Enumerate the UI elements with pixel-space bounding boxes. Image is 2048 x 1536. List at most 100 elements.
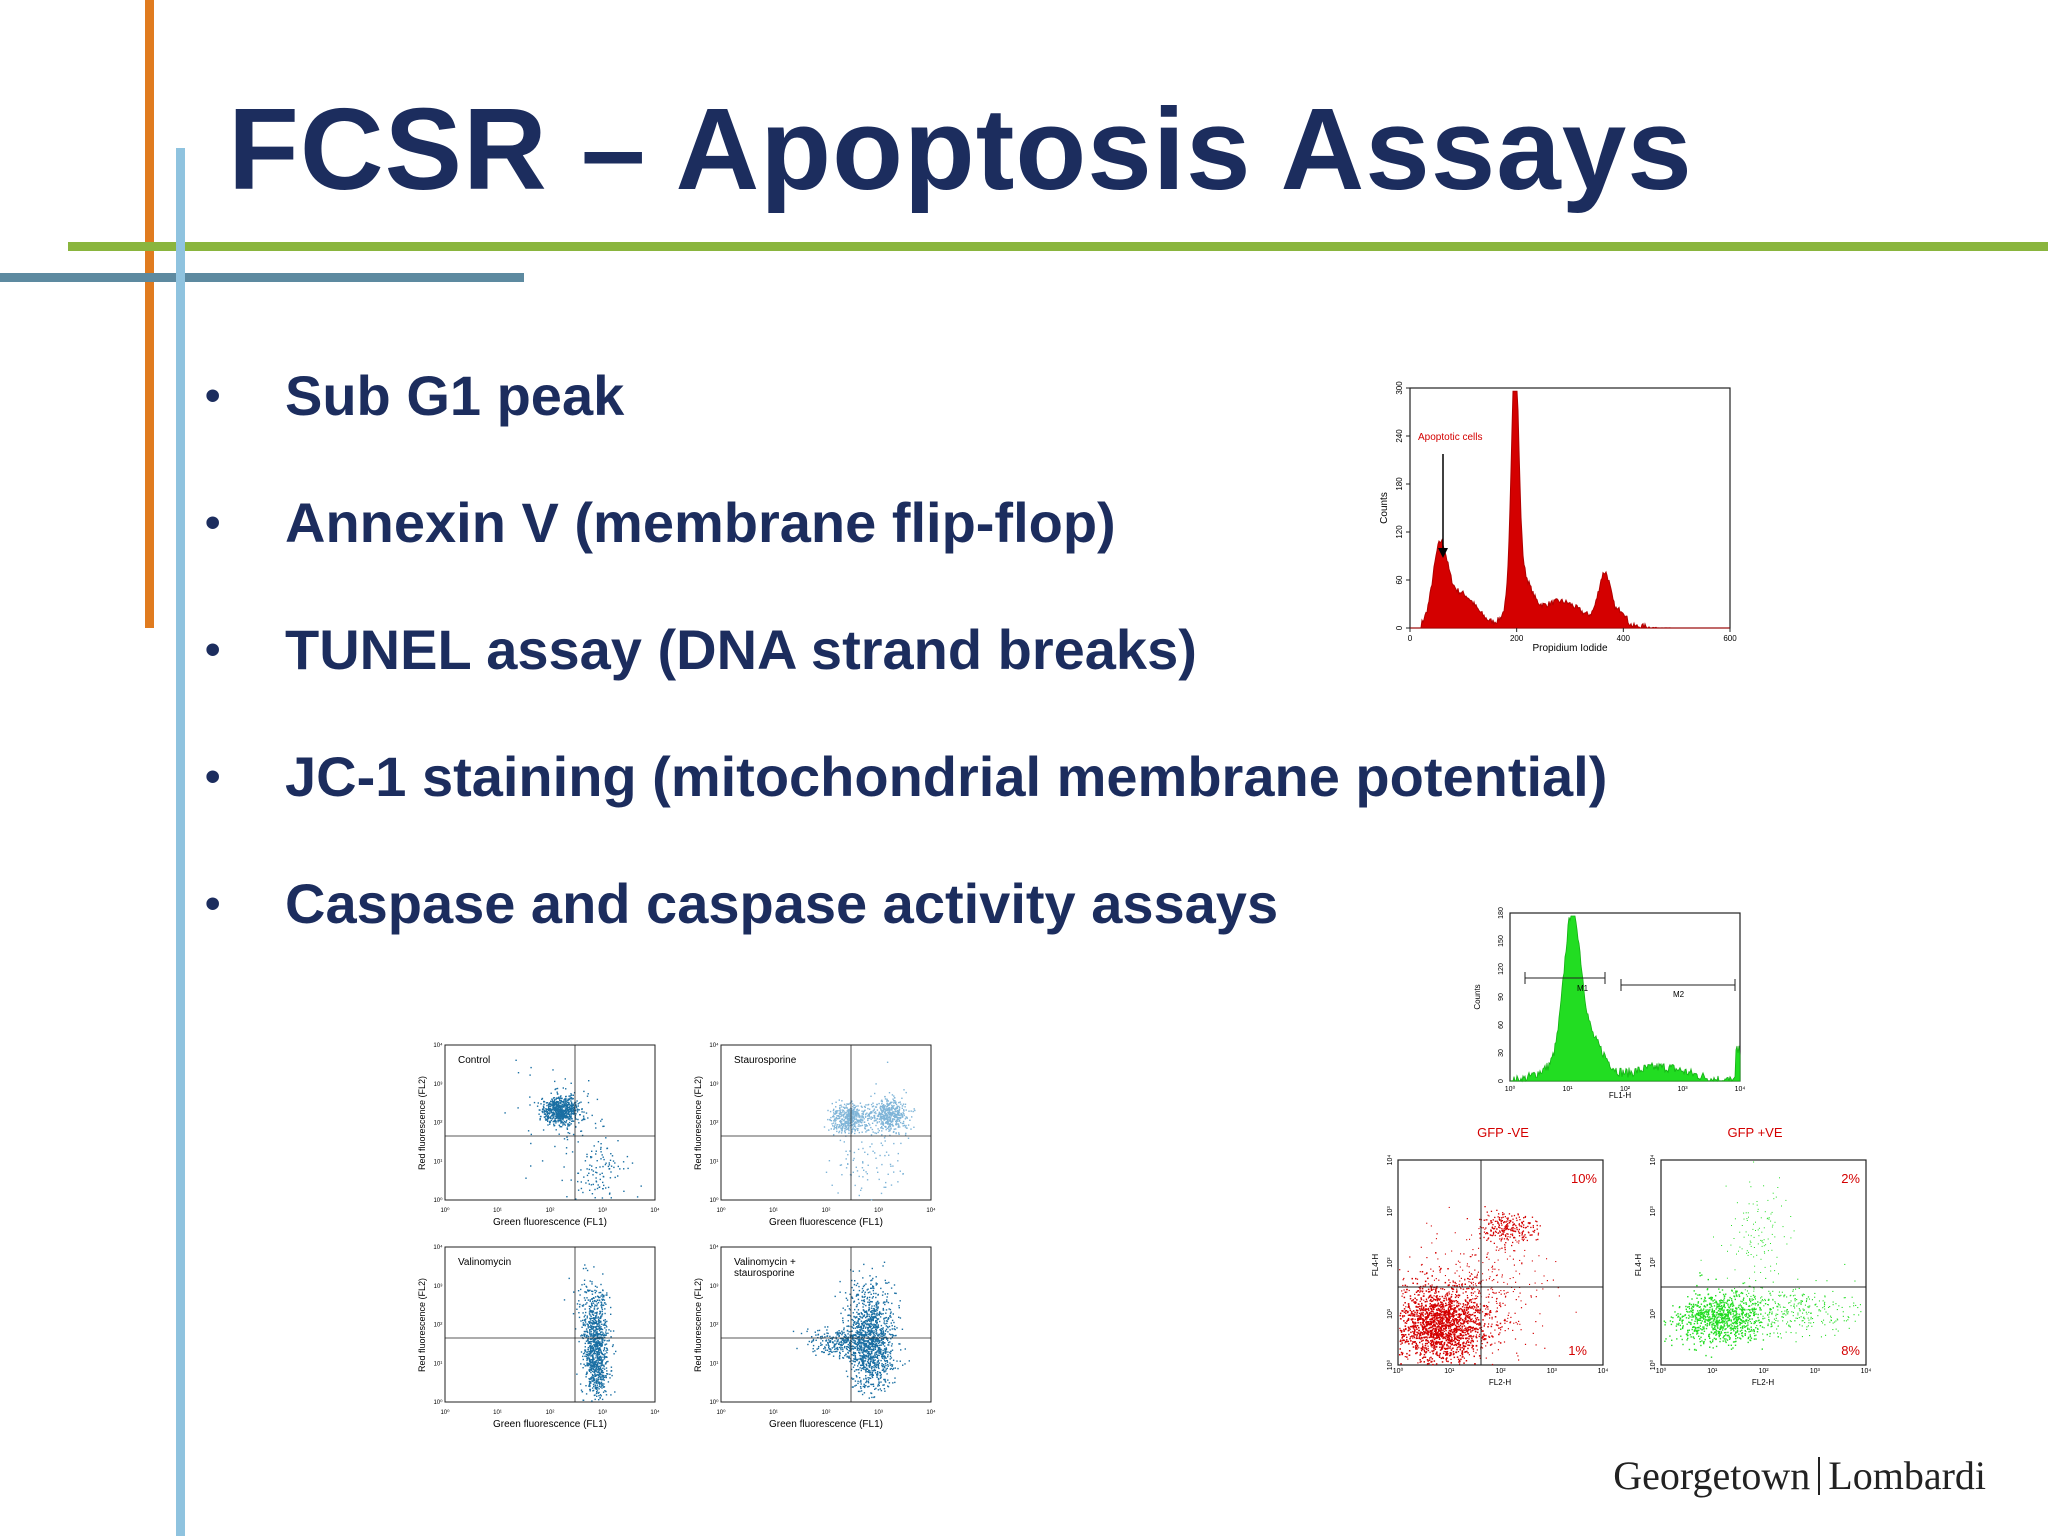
- gfp-negative-dotplot: GFP -VE 10% 1% FL2-H FL4-H 10⁰10⁰10¹10¹1…: [1371, 1125, 1608, 1387]
- bullet-text: JC-1 staining (mitochondrial membrane po…: [285, 745, 1608, 808]
- gfp-positive-dotplot: GFP +VE 2% 8% FL2-H FL4-H 10⁰10⁰10¹10¹10…: [1634, 1125, 1871, 1387]
- gfp-pos-x-tick-label: 10²: [1758, 1368, 1769, 1375]
- jc1-x-tick-label: 10¹: [769, 1410, 778, 1416]
- jc1-x-tick-label: 10⁴: [650, 1409, 660, 1416]
- jc1-y-label: Red fluorescence (FL2): [693, 1076, 703, 1170]
- m1-label: M1: [1577, 984, 1589, 993]
- jc1-x-label: Green fluorescence (FL1): [493, 1217, 607, 1228]
- gfp-neg-y-tick-label: 10⁰: [1386, 1360, 1394, 1371]
- jc1-x-tick-label: 10¹: [493, 1410, 502, 1416]
- jc1-y-tick-label: 10⁰: [433, 1399, 443, 1406]
- jc1-y-tick-label: 10²: [434, 1121, 443, 1127]
- subg1-y-tick-label: 300: [1395, 381, 1404, 395]
- jc1-panel-label: Valinomycin +: [734, 1257, 796, 1268]
- jc1-x-tick-label: 10⁴: [926, 1207, 936, 1214]
- bullet-text: Caspase and caspase activity assays: [285, 872, 1279, 935]
- gfp-pos-y-tick-label: 10⁰: [1649, 1360, 1657, 1371]
- gfp-pos-y-tick-label: 10²: [1650, 1257, 1657, 1268]
- jc1-x-tick-label: 10³: [598, 1208, 607, 1214]
- gfp-neg-x-tick-label: 10²: [1495, 1368, 1506, 1375]
- light-blue-vertical-line: [176, 148, 185, 1536]
- subg1-y-tick-label: 180: [1395, 477, 1404, 491]
- logo-left-text: Georgetown: [1613, 1453, 1811, 1498]
- jc1-y-label: Red fluorescence (FL2): [417, 1278, 427, 1372]
- gfp-neg-y-tick-label: 10⁴: [1387, 1155, 1394, 1166]
- m2-label: M2: [1673, 990, 1685, 999]
- jc1-y-tick-label: 10¹: [710, 1159, 719, 1165]
- apoptotic-cells-annotation: Apoptotic cells: [1418, 432, 1482, 443]
- jc1-panel-label: Valinomycin: [458, 1257, 511, 1268]
- subg1-y-tick-label: 60: [1395, 575, 1404, 584]
- jc1-x-tick-label: 10²: [546, 1208, 555, 1214]
- subg1-y-tick-label: 240: [1395, 429, 1404, 443]
- jc1-y-tick-label: 10³: [434, 1284, 443, 1290]
- jc1-x-tick-label: 10⁴: [650, 1207, 660, 1214]
- jc1-x-tick-label: 10²: [546, 1410, 555, 1416]
- subg1-x-tick-label: 0: [1408, 634, 1413, 643]
- subg1-histogram-area: [1410, 390, 1730, 629]
- bullet-text: TUNEL assay (DNA strand breaks): [285, 618, 1197, 681]
- subg1-y-tick-label: 120: [1395, 525, 1404, 539]
- jc1-y-tick-label: 10³: [710, 1082, 719, 1088]
- gfp-hist-x-tick-label: 10⁴: [1735, 1086, 1746, 1093]
- jc1-panel-dots: [504, 1059, 642, 1200]
- jc1-y-tick-label: 10²: [710, 1323, 719, 1329]
- gfp-hist-y-tick-label: 180: [1498, 907, 1505, 919]
- gfp-pos-ur-percent: 2%: [1841, 1171, 1860, 1186]
- gfp-pos-lr-percent: 8%: [1841, 1343, 1860, 1358]
- jc1-y-tick-label: 10¹: [434, 1159, 443, 1165]
- gfp-neg-x-tick-label: 10¹: [1444, 1368, 1455, 1375]
- jc1-x-tick-label: 10⁴: [926, 1409, 936, 1416]
- jc1-panel: Control10⁰10⁰10¹10¹10²10²10³10³10⁴10⁴Gre…: [417, 1042, 660, 1228]
- gfp-hist-y-tick-label: 120: [1498, 963, 1505, 975]
- jc1-x-label: Green fluorescence (FL1): [769, 1217, 883, 1228]
- jc1-y-tick-label: 10³: [434, 1082, 443, 1088]
- jc1-y-tick-label: 10⁴: [433, 1244, 443, 1251]
- gfp-hist-y-label: Counts: [1473, 984, 1482, 1009]
- gfp-hist-y-tick-label: 150: [1498, 935, 1505, 947]
- jc1-x-tick-label: 10³: [874, 1410, 883, 1416]
- gfp-neg-y-tick-label: 10²: [1387, 1257, 1394, 1268]
- arrow-head-icon: [1438, 548, 1448, 558]
- slide-title: FCSR – Apoptosis Assays: [228, 84, 1693, 214]
- jc1-x-tick-label: 10³: [874, 1208, 883, 1214]
- jc1-y-tick-label: 10⁴: [433, 1042, 443, 1049]
- bullet-text: Annexin V (membrane flip-flop): [285, 491, 1116, 554]
- gfp-pos-x-label: FL2-H: [1752, 1378, 1774, 1387]
- gfp-hist-x-tick-label: 10³: [1677, 1086, 1688, 1093]
- subg1-x-tick-label: 600: [1723, 634, 1737, 643]
- jc1-y-tick-label: 10²: [710, 1121, 719, 1127]
- gfp-pos-y-tick-label: 10³: [1650, 1206, 1657, 1217]
- jc1-y-tick-label: 10³: [710, 1284, 719, 1290]
- jc1-x-label: Green fluorescence (FL1): [493, 1419, 607, 1430]
- jc1-panel: Staurosporine10⁰10⁰10¹10¹10²10²10³10³10⁴…: [693, 1042, 936, 1228]
- orange-vertical-line: [145, 0, 154, 628]
- gfp-hist-x-label: FL1-H: [1609, 1091, 1631, 1100]
- jc1-panel-label: staurosporine: [734, 1268, 795, 1279]
- subg1-x-label: Propidium Iodide: [1532, 643, 1607, 654]
- gfp-neg-label: GFP -VE: [1477, 1125, 1529, 1140]
- jc1-panel-label: Staurosporine: [734, 1055, 797, 1066]
- jc1-y-tick-label: 10⁰: [709, 1197, 719, 1204]
- jc1-y-tick-label: 10⁴: [709, 1042, 719, 1049]
- subg1-y-tick-label: 0: [1395, 625, 1404, 630]
- gfp-pos-x-tick-label: 10¹: [1707, 1368, 1718, 1375]
- bullet-text: Sub G1 peak: [285, 364, 625, 427]
- gfp-neg-x-tick-label: 10³: [1547, 1368, 1558, 1375]
- jc1-y-tick-label: 10¹: [710, 1361, 719, 1367]
- gfp-hist-y-tick-label: 30: [1498, 1049, 1505, 1057]
- subg1-x-tick-label: 400: [1617, 634, 1631, 643]
- bullet-icon: •: [205, 752, 221, 801]
- bullet-icon: •: [205, 625, 221, 674]
- logo-right-text: Lombardi: [1828, 1453, 1986, 1498]
- gfp-pos-dots: [1663, 1161, 1862, 1358]
- bullet-icon: •: [205, 498, 221, 547]
- jc1-panel-dots: [823, 1061, 916, 1201]
- gfp-histogram-area: [1510, 915, 1741, 1083]
- jc1-dotplot-grid: Control10⁰10⁰10¹10¹10²10²10³10³10⁴10⁴Gre…: [417, 1042, 936, 1430]
- gfp-hist-y-tick-label: 60: [1498, 1021, 1505, 1029]
- jc1-y-tick-label: 10¹: [434, 1361, 443, 1367]
- gfp-pos-y-tick-label: 10⁴: [1650, 1155, 1657, 1166]
